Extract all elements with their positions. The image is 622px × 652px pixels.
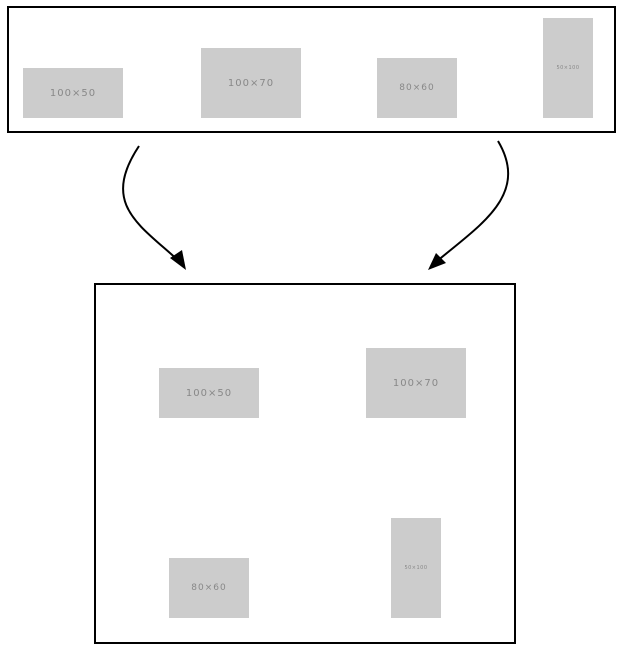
placed-box-100x50: 100×50 <box>159 368 259 418</box>
placed-box-50x100: 50×100 <box>391 518 441 618</box>
left-arrow-curve <box>122 145 181 263</box>
right-arrow-curve <box>435 140 510 263</box>
source-box-100x70: 100×70 <box>201 48 301 118</box>
source-box-100x50: 100×50 <box>23 68 123 118</box>
placed-box-80x60: 80×60 <box>169 558 249 618</box>
source-box-80x60: 80×60 <box>377 58 457 118</box>
target-layout-panel <box>94 283 516 644</box>
left-arrow-head <box>170 250 186 270</box>
placed-box-100x70: 100×70 <box>366 348 466 418</box>
source-box-50x100: 50×100 <box>543 18 593 118</box>
right-arrow-head <box>428 253 446 270</box>
